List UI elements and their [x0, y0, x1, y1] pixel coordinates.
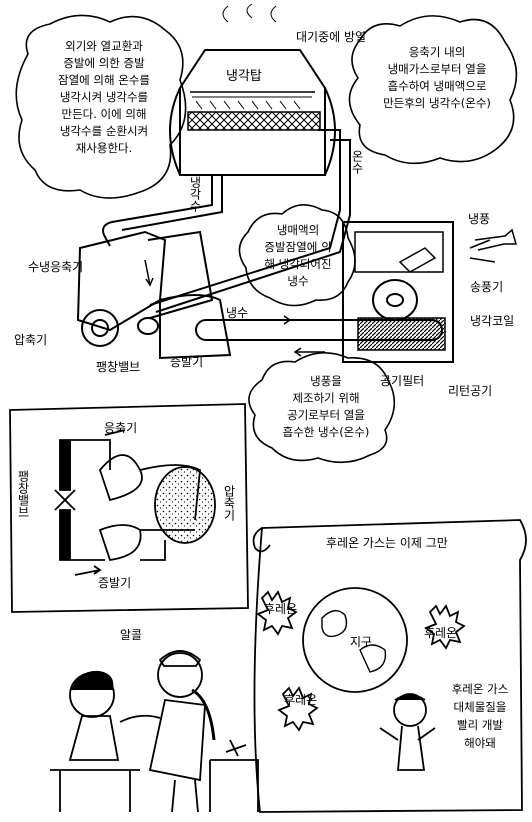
blower-label: 송풍기 — [470, 280, 504, 294]
cloud-right: 응축기 내의 냉매가스로부터 열을 흡수하여 냉매액으로 만든후의 냉각수(온수… — [383, 45, 491, 110]
flow-arrows — [144, 228, 517, 357]
cloud-bottom: 냉풍을 제조하기 위해 공기로부터 열을 흡수한 냉수(온수) — [282, 374, 370, 439]
freon-label-2: 후레온 — [424, 626, 458, 640]
cycle-expansion-valve-label: 팽창밸브 — [16, 470, 30, 518]
cycle-condenser-label: 응축기 — [104, 421, 138, 435]
cloud-center: 냉매액의 증발잠열에 의 해 냉각되어진 냉수 — [264, 223, 332, 288]
compressor-label: 압축기 — [14, 333, 48, 347]
water-cooled-condenser-label: 수냉응축기 — [28, 260, 84, 274]
cycle-compressor-label: 압축기 — [222, 485, 236, 521]
warm-water-label: 온수 — [350, 150, 364, 174]
heat-release-label: 대기중에 방열 — [296, 30, 367, 44]
evaporator-label: 증발기 — [170, 355, 204, 369]
cloud-shapes — [15, 14, 518, 464]
clinic-cartoon — [50, 650, 259, 813]
scroll-headline: 후레온 가스는 이제 그만 — [326, 536, 448, 550]
speech-freon-replacement: 후레온 가스 대체물질을 빨리 개발 해야돼 — [451, 682, 509, 750]
alcohol-label: 알콜 — [120, 628, 143, 642]
freon-label-3: 후레온 — [284, 693, 318, 707]
return-air-label: 리턴공기 — [448, 384, 493, 398]
air-filter-label: 공기필터 — [380, 374, 425, 388]
earth-scroll — [252, 519, 527, 813]
cloud-left: 외기와 열교환과 증발에 의한 증발 잠열에 의해 온수를 냉각시켜 냉각수를 … — [58, 39, 150, 155]
cold-air-label: 냉풍 — [468, 212, 491, 226]
cooling-tower-label: 냉각탑 — [226, 69, 262, 84]
cold-water-label: 냉각수 — [188, 176, 202, 212]
earth-label: 지구 — [350, 635, 373, 649]
cycle-frame — [9, 403, 249, 613]
cooling-tower — [169, 3, 336, 176]
chilled-water-label: 냉수 — [226, 306, 249, 320]
water-pipes — [102, 129, 443, 341]
condenser-machine — [76, 230, 232, 360]
expansion-valve-label: 팽창밸브 — [96, 360, 141, 374]
air-handler — [342, 221, 496, 363]
cycle-evaporator-label: 증발기 — [98, 576, 132, 590]
cooling-coil-label: 냉각코일 — [470, 314, 515, 328]
freon-label-1: 후레온 — [264, 602, 298, 616]
